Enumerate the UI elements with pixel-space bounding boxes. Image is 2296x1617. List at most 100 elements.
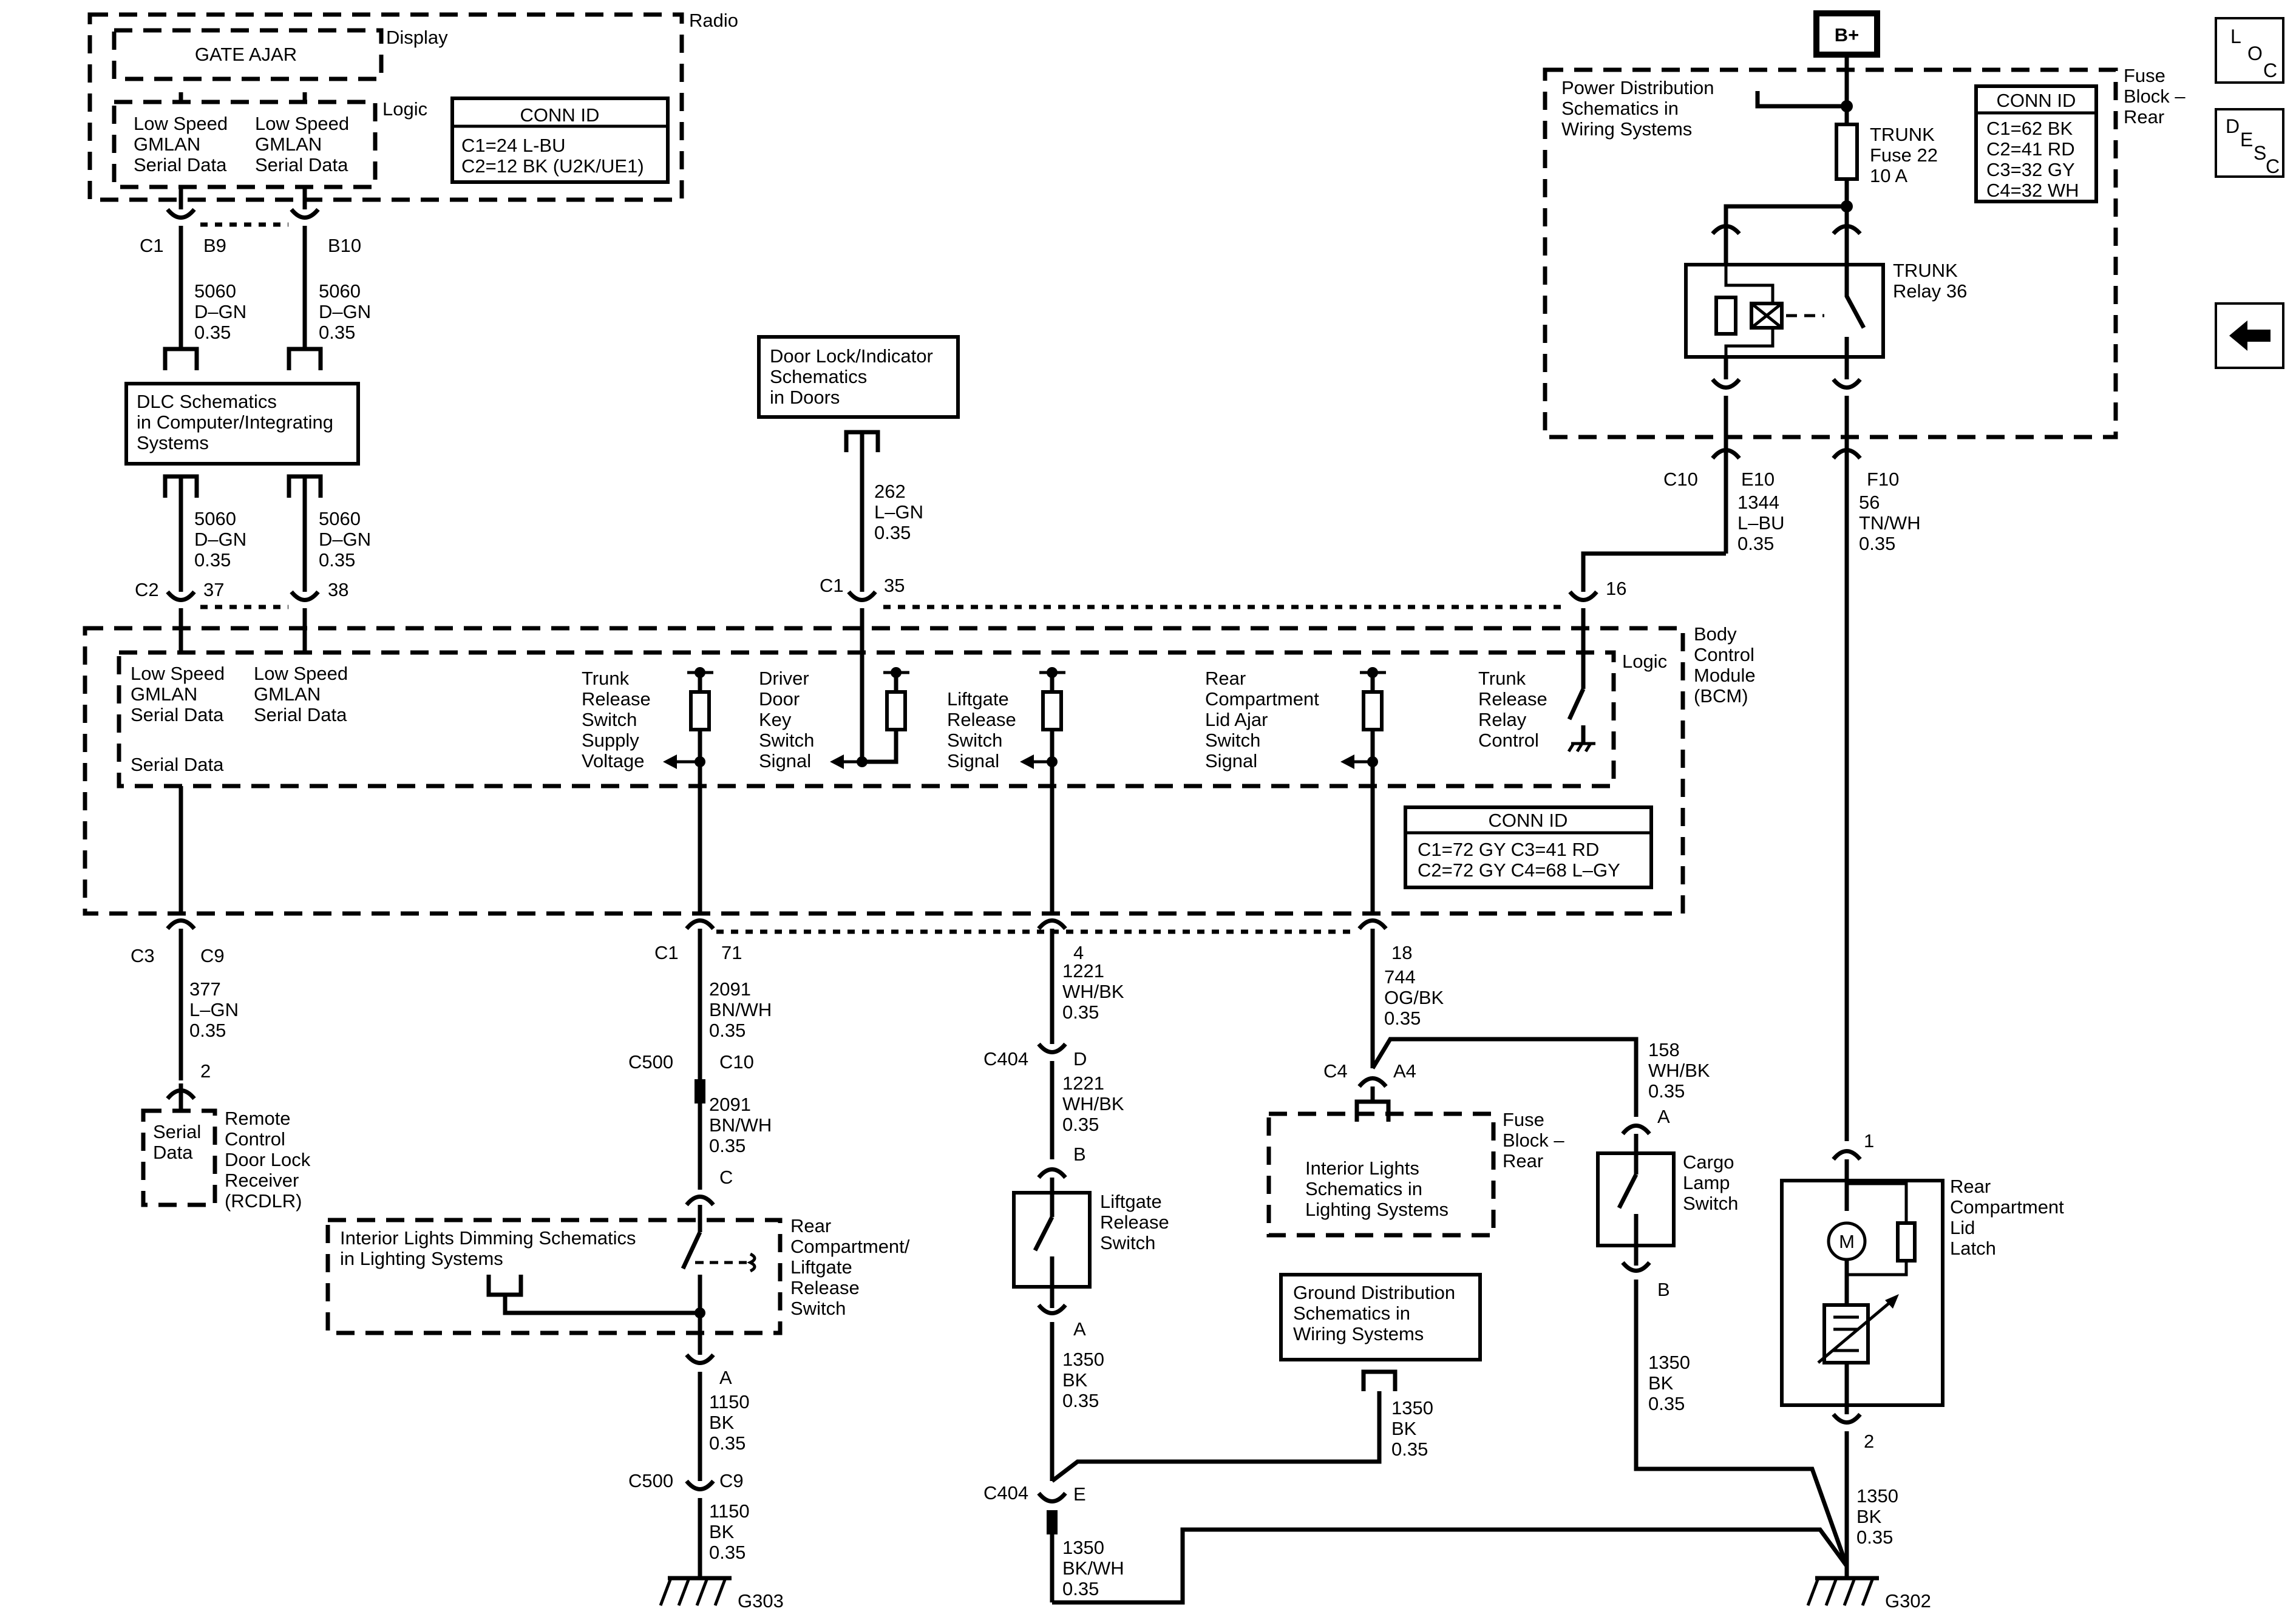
bcm-conn-c1c3: C1=72 GY C3=41 RD [1418, 839, 1599, 860]
svg-text:BK: BK [709, 1521, 735, 1542]
svg-text:Lamp: Lamp [1683, 1172, 1730, 1193]
bcm-conn-c2c4: C2=72 GY C4=68 L–GY [1418, 859, 1620, 881]
svg-text:BK: BK [1648, 1372, 1674, 1394]
svg-text:Release: Release [790, 1277, 860, 1298]
loc-button[interactable]: L O C [2215, 17, 2284, 84]
svg-text:Serial Data: Serial Data [255, 154, 348, 175]
display-text: GATE AJAR [195, 44, 297, 65]
svg-text:Interior Lights: Interior Lights [1305, 1158, 1419, 1179]
svg-text:Lid Ajar: Lid Ajar [1205, 709, 1268, 730]
svg-text:Compartment/: Compartment/ [790, 1236, 910, 1257]
trunk-relay-label: TRUNK Relay 36 [1893, 260, 1967, 302]
svg-text:in Computer/Integrating: in Computer/Integrating [137, 412, 333, 433]
svg-text:1350: 1350 [1648, 1352, 1690, 1373]
svg-text:0.35: 0.35 [1391, 1439, 1428, 1460]
svg-text:Release: Release [582, 688, 651, 710]
svg-text:Systems: Systems [137, 432, 209, 453]
svg-text:in Lighting Systems: in Lighting Systems [340, 1248, 503, 1269]
svg-text:D–GN: D–GN [194, 301, 246, 322]
svg-text:Door Lock/Indicator: Door Lock/Indicator [770, 345, 933, 367]
dlc-schematics-box: DLC Schematics in Computer/Integrating S… [124, 382, 360, 466]
bcm-conn-title: CONN ID [1489, 810, 1568, 831]
c404-1-pin: D [1073, 1048, 1087, 1070]
latch-pin-1: 1 [1864, 1130, 1874, 1151]
svg-text:0.35: 0.35 [1859, 533, 1895, 554]
svg-text:L–GN: L–GN [189, 999, 239, 1020]
rcdlr-pin-2: 2 [200, 1060, 211, 1082]
svg-text:Power Distribution: Power Distribution [1561, 77, 1714, 98]
radio-label: Radio [689, 10, 738, 31]
svg-text:Door: Door [759, 688, 800, 710]
bcm-pin-18: 18 [1391, 942, 1412, 963]
c500-1-conn: C500 [628, 1051, 673, 1073]
svg-text:BK: BK [1391, 1418, 1417, 1439]
ground-g303-label: G303 [738, 1590, 784, 1612]
svg-text:C1=62 BK: C1=62 BK [1986, 118, 2073, 139]
svg-text:Block –: Block – [1503, 1130, 1564, 1151]
svg-text:Serial Data: Serial Data [131, 704, 224, 725]
svg-text:0.35: 0.35 [1062, 1578, 1099, 1599]
svg-text:5060: 5060 [194, 280, 236, 302]
svg-text:B+: B+ [1835, 24, 1860, 46]
radio-logic-label: Logic [382, 98, 427, 120]
svg-text:Signal: Signal [759, 750, 811, 771]
svg-text:Liftgate: Liftgate [947, 688, 1009, 710]
svg-text:GMLAN: GMLAN [255, 134, 322, 155]
svg-text:Wiring Systems: Wiring Systems [1561, 118, 1692, 140]
svg-text:BN/WH: BN/WH [709, 1114, 772, 1136]
svg-text:Module: Module [1694, 665, 1756, 686]
cargo-pin-a: A [1657, 1106, 1670, 1127]
svg-text:5060: 5060 [194, 508, 236, 529]
ground-g302-label: G302 [1885, 1590, 1931, 1612]
svg-text:Fuse 22: Fuse 22 [1870, 144, 1938, 166]
svg-text:0.35: 0.35 [189, 1020, 226, 1041]
svg-text:Control: Control [1478, 730, 1539, 751]
trunk-relay-36 [1684, 263, 1885, 359]
svg-text:D–GN: D–GN [319, 301, 371, 322]
bcm-c9-label: C9 [200, 945, 225, 966]
svg-text:2091: 2091 [709, 978, 751, 1000]
svg-text:Low Speed: Low Speed [254, 663, 348, 684]
svg-text:1221: 1221 [1062, 960, 1104, 981]
bcm-pin-37: 37 [203, 579, 224, 600]
svg-text:Lid: Lid [1950, 1217, 1975, 1238]
svg-text:Release: Release [947, 709, 1016, 730]
svg-text:0.35: 0.35 [1737, 533, 1774, 554]
svg-text:D–GN: D–GN [194, 529, 246, 550]
svg-text:Rear: Rear [790, 1215, 831, 1236]
svg-text:Ground Distribution: Ground Distribution [1293, 1282, 1455, 1303]
latch-pin-2: 2 [1864, 1431, 1874, 1452]
svg-text:Compartment: Compartment [1205, 688, 1319, 710]
svg-text:Switch: Switch [1100, 1232, 1155, 1253]
svg-text:0.35: 0.35 [319, 549, 355, 571]
svg-text:Low Speed: Low Speed [255, 113, 349, 134]
svg-text:56: 56 [1859, 492, 1880, 513]
svg-text:DLC Schematics: DLC Schematics [137, 391, 277, 412]
svg-text:Control: Control [225, 1128, 285, 1150]
back-button[interactable] [2215, 302, 2284, 369]
desc-button[interactable]: D E S C [2215, 108, 2284, 178]
c404-2-pin: E [1073, 1483, 1086, 1505]
c404-1-conn: C404 [983, 1048, 1028, 1070]
ground-g302-icon [1806, 1576, 1879, 1606]
svg-text:Serial Data: Serial Data [254, 704, 347, 725]
c500-1-pin: C10 [719, 1051, 754, 1073]
c500-2-conn: C500 [628, 1470, 673, 1491]
